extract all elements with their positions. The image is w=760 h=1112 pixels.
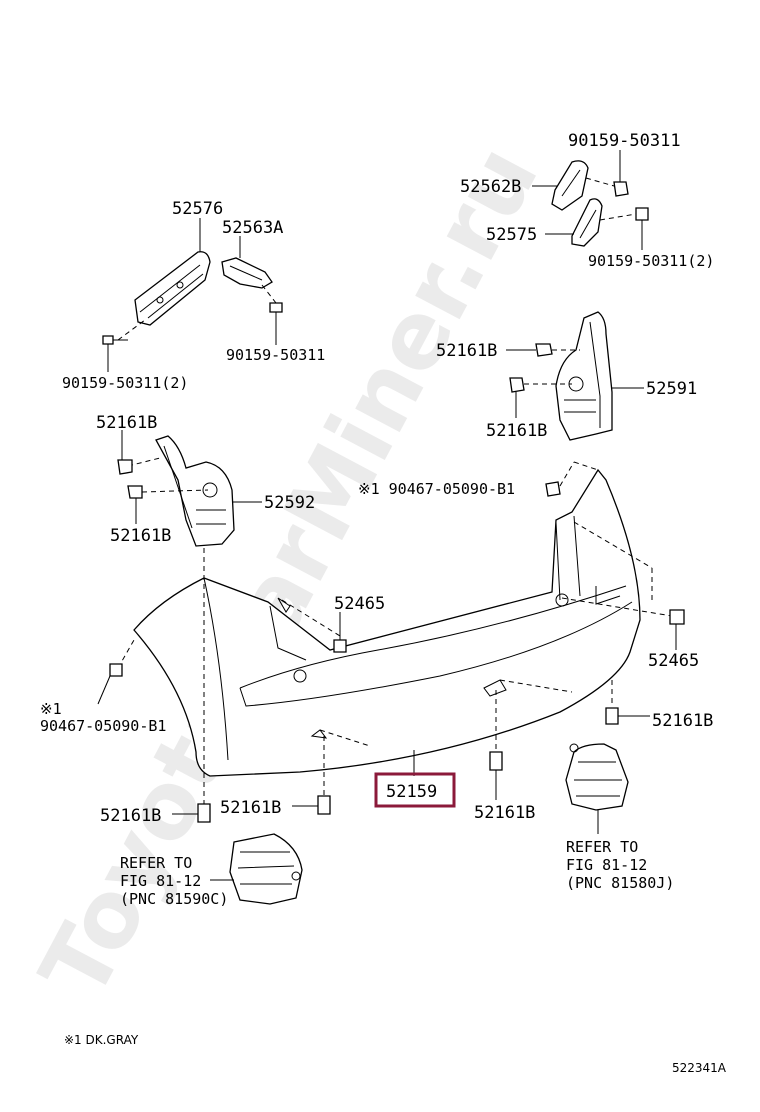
mount-52592[interactable] — [155, 435, 235, 547]
label-52161b-l2: 52161B — [110, 526, 171, 546]
clip-52465-a[interactable] — [333, 639, 347, 653]
screw-90467-left[interactable] — [109, 663, 123, 677]
ref-right-line2: FIG 81-12 — [566, 856, 647, 874]
label-52591: 52591 — [646, 379, 697, 399]
label-90159-50311-2-right: 90159-50311(2) — [588, 252, 714, 270]
ref-left-line2: FIG 81-12 — [120, 872, 201, 890]
bolt-90159-top[interactable] — [613, 181, 629, 197]
diagram-id: 522341A — [672, 1061, 727, 1075]
label-mark-1: ※1 — [40, 700, 62, 718]
label-52161b-r1: 52161B — [436, 341, 497, 361]
label-90159-50311-top: 90159-50311 — [568, 131, 681, 151]
ref-left-line3: (PNC 81590C) — [120, 890, 228, 908]
label-52161b-bm: 52161B — [220, 798, 281, 818]
label-52576: 52576 — [172, 199, 223, 219]
bracket-52575[interactable] — [571, 198, 603, 247]
clip-52161b-r2[interactable] — [509, 377, 525, 393]
label-90159-50311-2-left: 90159-50311(2) — [62, 374, 188, 392]
label-52161b-br: 52161B — [652, 711, 713, 731]
label-52563a: 52563A — [222, 218, 283, 238]
lamp-left-81590c[interactable] — [229, 833, 303, 905]
bolt-90159-right[interactable] — [635, 207, 649, 221]
label-52161b-bc: 52161B — [474, 803, 535, 823]
footnote: ※1 DK.GRAY — [64, 1033, 139, 1047]
ref-left-line1: REFER TO — [120, 854, 192, 872]
label-52161b-bl: 52161B — [100, 806, 161, 826]
bracket-52563a[interactable] — [221, 257, 273, 289]
clip-52161b-l1[interactable] — [117, 459, 133, 475]
mount-52591[interactable] — [555, 311, 613, 441]
bolt-90159-left-b[interactable] — [269, 302, 283, 313]
bracket-52576[interactable] — [134, 251, 211, 326]
label-52575: 52575 — [486, 225, 537, 245]
clip-52161b-bc[interactable] — [489, 751, 503, 771]
label-52159: 52159 — [386, 782, 437, 802]
bolt-90159-left-a[interactable] — [102, 335, 128, 345]
label-90467-left: 90467-05090-B1 — [40, 717, 166, 735]
label-52161b-r2: 52161B — [486, 421, 547, 441]
clip-52465-b[interactable] — [669, 609, 685, 625]
clip-52161b-bm[interactable] — [317, 795, 331, 815]
bracket-52562b[interactable] — [551, 160, 589, 211]
label-52562b: 52562B — [460, 177, 521, 197]
label-52161b-l1: 52161B — [96, 413, 157, 433]
label-52465-b: 52465 — [648, 651, 699, 671]
lamp-right-81580j[interactable] — [565, 743, 629, 811]
ref-right-line1: REFER TO — [566, 838, 638, 856]
screw-90467-center[interactable] — [545, 481, 561, 497]
label-52465-a: 52465 — [334, 594, 385, 614]
bumper-cover-52159[interactable] — [133, 468, 641, 777]
label-90467-center: ※1 90467-05090-B1 — [358, 480, 515, 498]
label-52592: 52592 — [264, 493, 315, 513]
clip-52161b-br[interactable] — [605, 707, 619, 725]
ref-right-line3: (PNC 81580J) — [566, 874, 674, 892]
clip-52161b-r1[interactable] — [535, 343, 553, 357]
label-90159-50311-left: 90159-50311 — [226, 346, 325, 364]
clip-52161b-l2[interactable] — [127, 485, 143, 499]
highlight-box-52159[interactable] — [374, 772, 456, 808]
clip-52161b-bl[interactable] — [197, 803, 211, 823]
